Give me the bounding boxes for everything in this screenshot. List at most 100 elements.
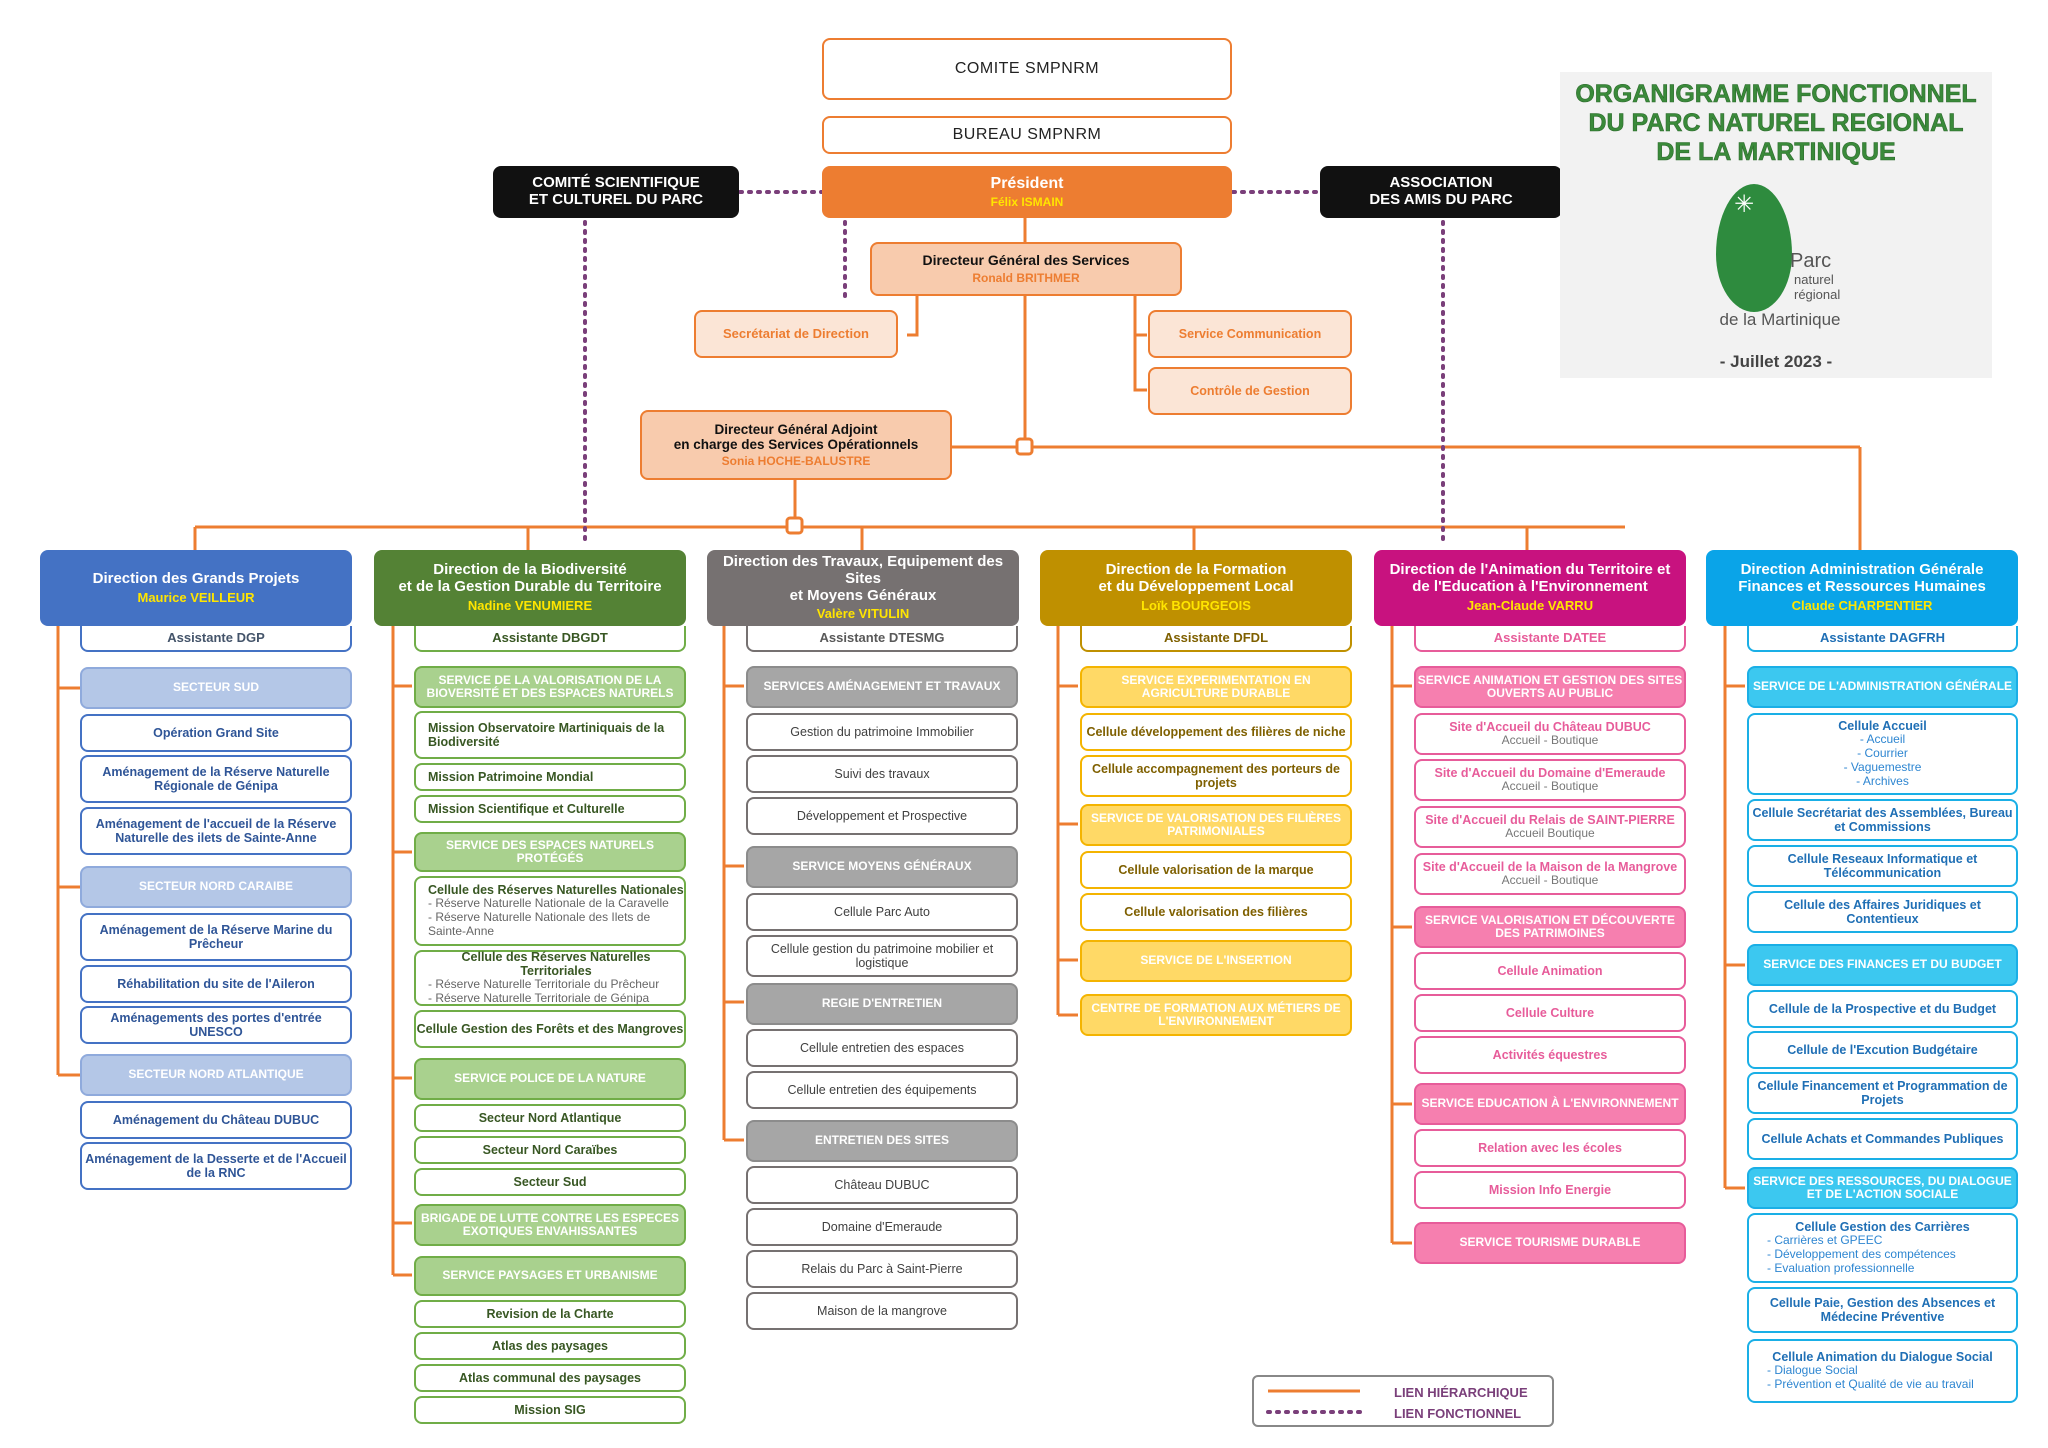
association-line2: DES AMIS DU PARC bbox=[1369, 191, 1513, 208]
dtesmg-developpement-prospective: Développement et Prospective bbox=[746, 797, 1018, 835]
dbgdt-service-police: SERVICE POLICE DE LA NATURE bbox=[414, 1058, 686, 1100]
dtesmg-chateau-dubuc: Château DUBUC bbox=[746, 1166, 1018, 1204]
dagfrh-secretariat-assemblees: Cellule Secrétariat des Assemblées, Bure… bbox=[1747, 799, 2018, 841]
dbgdt-atlas-paysages: Atlas des paysages bbox=[414, 1332, 686, 1360]
logo-naturel: naturel bbox=[1794, 272, 1834, 287]
direction-biodiversite: Direction de la Biodiversité et de la Ge… bbox=[374, 550, 686, 626]
flower-icon: ✳ bbox=[1734, 191, 1755, 218]
dgp-secteur-nord-atlantique: SECTEUR NORD ATLANTIQUE bbox=[80, 1054, 352, 1096]
dfdl-director: Loïk BOURGEOIS bbox=[1141, 598, 1251, 614]
dbgdt-title-line1: Direction de la Biodiversité bbox=[433, 561, 627, 579]
dbgdt-service-valorisation: SERVICE DE LA VALORISATION DE LA BIOVERS… bbox=[414, 666, 686, 708]
dbgdt-revision-charte: Revision de la Charte bbox=[414, 1300, 686, 1328]
comite-scientifique-box: COMITÉ SCIENTIFIQUE ET CULTUREL DU PARC bbox=[493, 166, 739, 218]
president-name: Félix ISMAIN bbox=[990, 194, 1064, 209]
dga-line1: Directeur Général Adjoint bbox=[714, 421, 878, 437]
dtesmg-maison-mangrove: Maison de la mangrove bbox=[746, 1292, 1018, 1330]
dagfrh-paie-absences: Cellule Paie, Gestion des Absences et Mé… bbox=[1747, 1287, 2018, 1333]
dtesmg-title-line2: et Moyens Généraux bbox=[789, 586, 937, 604]
dialogue-social-item: - Dialogue Social bbox=[1767, 1363, 1858, 1378]
datee-service-animation: SERVICE ANIMATION ET GESTION DES SITES O… bbox=[1414, 666, 1686, 708]
dgp-chateau-dubuc: Aménagement du Château DUBUC bbox=[80, 1101, 352, 1139]
dga-name: Sonia HOCHE-BALUSTRE bbox=[721, 453, 871, 468]
dagfrh-cellule-accueil: Cellule Accueil - Accueil - Courrier - V… bbox=[1747, 713, 2018, 795]
dga-box: Directeur Général Adjoint en charge des … bbox=[640, 410, 952, 480]
date-label: - Juillet 2023 - bbox=[1719, 352, 1833, 371]
dbgdt-rn-territoriales: Cellule des Réserves Naturelles Territor… bbox=[414, 950, 686, 1006]
rn-territoriales-title: Cellule des Réserves Naturelles Territor… bbox=[461, 950, 651, 979]
site-dubuc-title: Site d'Accueil du Château DUBUC bbox=[1449, 720, 1651, 735]
dtesmg-service-moyens-generaux: SERVICE MOYENS GÉNÉRAUX bbox=[746, 846, 1018, 888]
direction-administration: Direction Administration Générale Financ… bbox=[1706, 550, 2018, 626]
dbgdt-service-espaces-proteges: SERVICE DES ESPACES NATURELS PROTÉGÉS bbox=[414, 832, 686, 872]
site-emeraude-title: Site d'Accueil du Domaine d'Emeraude bbox=[1434, 766, 1666, 781]
cellule-accueil-item: - Vaguemestre bbox=[1843, 760, 1922, 774]
dagfrh-reseaux-informatique: Cellule Reseaux Informatique et Télécomm… bbox=[1747, 845, 2018, 887]
dgp-rehabilitation-aileron: Réhabilitation du site de l'Aileron bbox=[80, 965, 352, 1003]
dtesmg-entretien-espaces: Cellule entretien des espaces bbox=[746, 1029, 1018, 1067]
dgp-reserve-genipa: Aménagement de la Réserve Naturelle Régi… bbox=[80, 755, 352, 803]
logo-parc: Parc bbox=[1790, 250, 1832, 272]
dgp-director: Maurice VEILLEUR bbox=[137, 589, 255, 605]
dtesmg-assistant: Assistante DTESMG bbox=[746, 626, 1018, 652]
dbgdt-service-paysages: SERVICE PAYSAGES ET URBANISME bbox=[414, 1256, 686, 1296]
dgs-name: Ronald BRITHMER bbox=[972, 270, 1080, 285]
datee-site-mangrove: Site d'Accueil de la Maison de la Mangro… bbox=[1414, 853, 1686, 895]
site-saint-pierre-sub: Accueil Boutique bbox=[1505, 826, 1595, 841]
title-line2: DU PARC NATUREL REGIONAL bbox=[1588, 109, 1964, 138]
title-line3: DE LA MARTINIQUE bbox=[1656, 138, 1896, 167]
dgp-operation-grand-site: Opération Grand Site bbox=[80, 714, 352, 752]
dtesmg-entretien-sites: ENTRETIEN DES SITES bbox=[746, 1120, 1018, 1162]
datee-activites-equestres: Activités équestres bbox=[1414, 1036, 1686, 1074]
dgs-box: Directeur Général des Services Ronald BR… bbox=[870, 242, 1182, 296]
site-dubuc-sub: Accueil - Boutique bbox=[1501, 733, 1599, 748]
dtesmg-domaine-emeraude: Domaine d'Emeraude bbox=[746, 1208, 1018, 1246]
president-box: Président Félix ISMAIN bbox=[822, 166, 1232, 218]
dagfrh-director: Claude CHARPENTIER bbox=[1791, 598, 1933, 614]
dbgdt-secteur-nord-caraibes: Secteur Nord Caraïbes bbox=[414, 1136, 686, 1164]
datee-relation-ecoles: Relation avec les écoles bbox=[1414, 1129, 1686, 1167]
comite-smpnrm-box: COMITE SMPNRM bbox=[822, 38, 1232, 100]
service-communication-box: Service Communication bbox=[1148, 310, 1352, 358]
dbgdt-mission-scientifique: Mission Scientifique et Culturelle bbox=[414, 795, 686, 823]
dtesmg-parc-auto: Cellule Parc Auto bbox=[746, 893, 1018, 931]
dbgdt-director: Nadine VENUMIERE bbox=[467, 598, 593, 614]
datee-site-dubuc: Site d'Accueil du Château DUBUC Accueil … bbox=[1414, 713, 1686, 755]
datee-service-valorisation: SERVICE VALORISATION ET DÉCOUVERTE DES P… bbox=[1414, 906, 1686, 948]
dagfrh-service-ressources: SERVICE DES RESSOURCES, DU DIALOGUE ET D… bbox=[1747, 1167, 2018, 1209]
direction-travaux: Direction des Travaux, Equipement des Si… bbox=[707, 550, 1019, 626]
datee-cellule-animation: Cellule Animation bbox=[1414, 952, 1686, 990]
dtesmg-patrimoine-immobilier: Gestion du patrimoine Immobilier bbox=[746, 713, 1018, 751]
logo-leaf-icon bbox=[1716, 184, 1792, 312]
dgp-title: Direction des Grands Projets bbox=[92, 569, 300, 587]
dfdl-centre-formation: CENTRE DE FORMATION AUX MÉTIERS DE L'ENV… bbox=[1080, 994, 1352, 1036]
dtesmg-relais-saint-pierre: Relais du Parc à Saint-Pierre bbox=[746, 1250, 1018, 1288]
rn-nationales-item: - Réserve Naturelle Nationale des Ilets … bbox=[428, 910, 651, 938]
rn-territoriales-item: - Réserve Naturelle Territoriale du Prêc… bbox=[428, 977, 660, 992]
dfdl-service-experimentation: SERVICE EXPERIMENTATION EN AGRICULTURE D… bbox=[1080, 666, 1352, 708]
site-mangrove-sub: Accueil - Boutique bbox=[1501, 873, 1599, 888]
dbgdt-mission-sig: Mission SIG bbox=[414, 1396, 686, 1424]
dtesmg-entretien-equipements: Cellule entretien des équipements bbox=[746, 1071, 1018, 1109]
dfdl-service-insertion: SERVICE DE L'INSERTION bbox=[1080, 940, 1352, 982]
dtesmg-title-line1: Direction des Travaux, Equipement des Si… bbox=[722, 553, 1004, 587]
datee-title-line1: Direction de l'Animation du Territoire e… bbox=[1389, 561, 1671, 579]
legend-fonc-label: LIEN FONCTIONNEL bbox=[1394, 1406, 1522, 1421]
legend: LIEN HIÉRARCHIQUE LIEN FONCTIONNEL bbox=[1252, 1375, 1554, 1427]
gestion-carrieres-item: - Evaluation professionnelle bbox=[1767, 1260, 1915, 1275]
dialogue-social-item: - Prévention et Qualité de vie au travai… bbox=[1767, 1377, 1974, 1391]
dagfrh-execution-budgetaire: Cellule de l'Excution Budgétaire bbox=[1747, 1031, 2018, 1069]
dbgdt-atlas-communal: Atlas communal des paysages bbox=[414, 1364, 686, 1392]
dialogue-social-title: Cellule Animation du Dialogue Social bbox=[1772, 1350, 1993, 1365]
dbgdt-assistant: Assistante DBGDT bbox=[414, 626, 686, 652]
dagfrh-assistant: Assistante DAGFRH bbox=[1747, 626, 2018, 652]
direction-grands-projets: Direction des Grands Projets Maurice VEI… bbox=[40, 550, 352, 626]
dfdl-service-valorisation-filieres: SERVICE DE VALORISATION DES FILIÈRES PAT… bbox=[1080, 804, 1352, 846]
dgs-title: Directeur Général des Services bbox=[922, 251, 1130, 268]
dga-line2: en charge des Services Opérationnels bbox=[673, 436, 919, 452]
dagfrh-service-administration: SERVICE DE L'ADMINISTRATION GÉNÉRALE bbox=[1747, 666, 2018, 708]
secretariat-direction-box: Secrétariat de Direction bbox=[694, 310, 898, 358]
dbgdt-rn-nationales: Cellule des Réserves Naturelles National… bbox=[414, 876, 686, 946]
association-line1: ASSOCIATION bbox=[1389, 174, 1493, 192]
rn-territoriales-item: - Réserve Naturelle Territoriale de Géni… bbox=[428, 991, 650, 1005]
